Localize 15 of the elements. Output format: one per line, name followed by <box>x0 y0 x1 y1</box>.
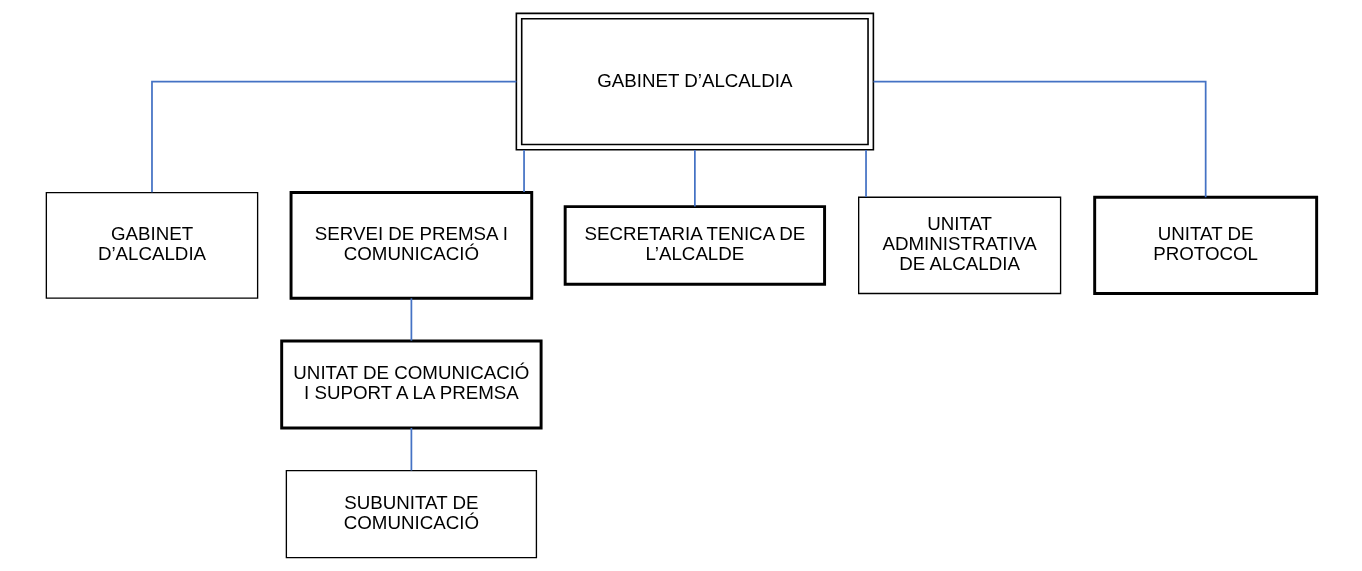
connector <box>864 149 867 198</box>
connector <box>522 149 525 193</box>
connector <box>410 297 412 342</box>
node-box: SERVEI DE PREMSA I COMUNICACIÓ <box>289 191 533 300</box>
connector <box>872 80 1207 198</box>
connector <box>150 80 517 194</box>
node-box: GABINET D’ALCALDIA <box>515 12 874 151</box>
node-box: UNITAT ADMINISTRATIVA DE ALCALDIA <box>857 196 1061 295</box>
connector <box>693 149 696 208</box>
connector <box>410 427 412 472</box>
node-box: SECRETARIA TENICA DE L’ALCALDE <box>563 205 826 286</box>
node-box: UNITAT DE COMUNICACIÓ I SUPORT A LA PREMSA <box>279 339 543 430</box>
node-box: UNITAT DE PROTOCOL <box>1092 195 1318 295</box>
node-box: GABINET D’ALCALDIA <box>45 191 258 299</box>
node-box: SUBUNITAT DE COMUNICACIÓ <box>285 470 537 559</box>
